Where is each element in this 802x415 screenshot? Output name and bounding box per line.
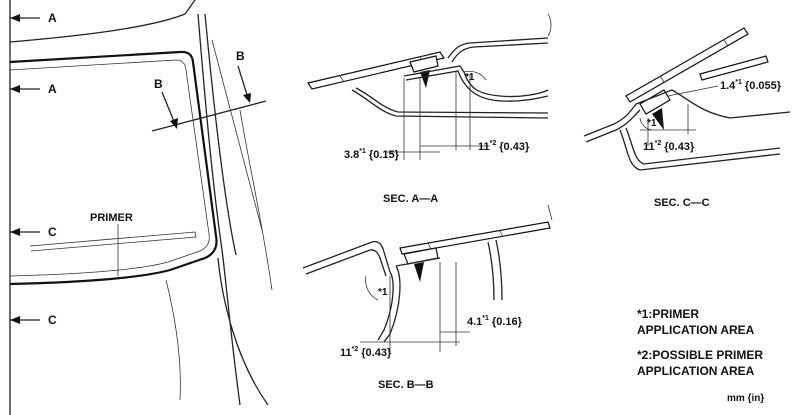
cc-title: SEC. C—C [654,197,710,209]
legend-line-2b: APPLICATION AREA [637,364,755,378]
units-label: mm {in} [727,393,764,404]
svg-text:A: A [48,11,57,25]
bb-title: SEC. B—B [378,379,434,391]
legend-line-1a: *1:PRIMER [637,307,699,321]
section-bb: *1 11*2{0.43} 4.1*1{0.16} SEC. B—B [302,204,553,391]
svg-text:B: B [154,77,163,91]
windshield-overview: PRIMER A A C C B [9,0,273,415]
cc-marker: *1 [647,118,657,129]
bb-dim-1: 11*2{0.43} [340,346,392,359]
svg-text:B: B [236,49,245,63]
bb-marker: *1 [378,287,388,298]
svg-text:A: A [48,82,57,96]
section-arrow-a-top: A [10,11,57,25]
legend: *1:PRIMER APPLICATION AREA *2:POSSIBLE P… [637,307,764,404]
cc-dim-2: 11*2{0.43} [643,140,695,153]
section-aa: *1 3.8*1{0.15} 11*2{0.43} SEC. A—A [307,13,552,205]
section-cc: *1 1.4*1{0.055} 11*2{0.43} SEC. C—C [583,27,791,209]
bb-dim-2: 4.1*1{0.16} [467,315,523,328]
section-arrow-b-left: B [154,77,178,129]
aa-marker: *1 [465,72,475,83]
legend-line-2a: *2:POSSIBLE PRIMER [637,348,763,362]
section-line-b [151,100,267,132]
legend-line-1b: APPLICATION AREA [637,323,755,337]
svg-text:C: C [48,225,57,239]
section-arrow-c-top: C [10,225,57,239]
section-arrow-b-right: B [236,49,251,103]
aa-title: SEC. A—A [383,193,438,205]
section-arrow-c-bottom: C [10,313,57,327]
primer-label: PRIMER [90,212,133,224]
section-arrow-a-bottom: A [10,82,57,96]
aa-dim-2: 11*2{0.43} [478,140,530,153]
cc-dim-1: 1.4*1{0.055} [720,79,782,92]
svg-text:C: C [48,313,57,327]
aa-dim-1: 3.8*1{0.15} [344,148,400,161]
